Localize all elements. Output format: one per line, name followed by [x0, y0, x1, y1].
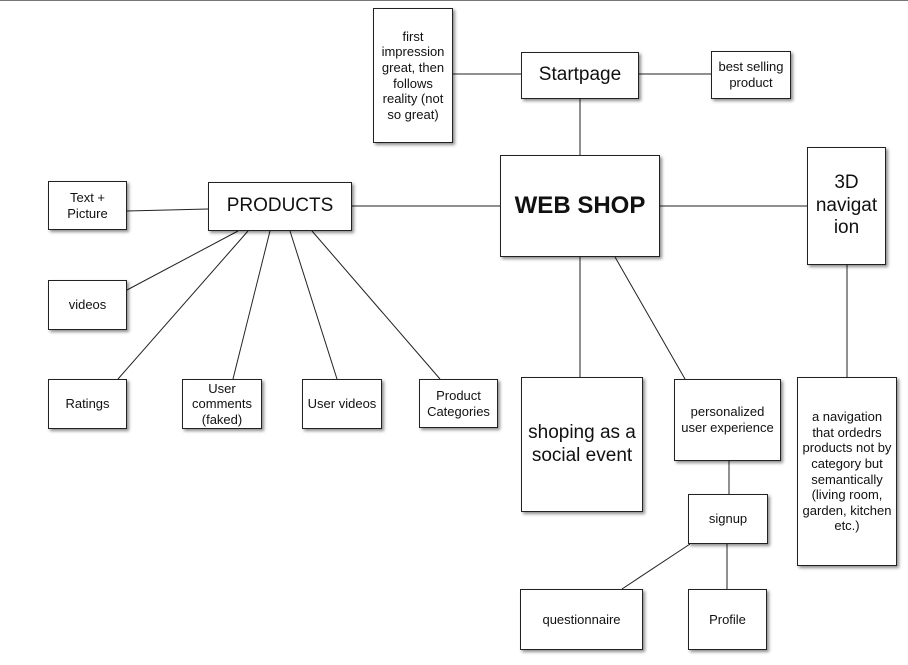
startpage-node: Startpage [521, 52, 639, 99]
edge-products-user-videos [289, 230, 338, 380]
questionnaire-node: questionnaire [520, 589, 643, 650]
semantic-navigation-node: a navigation that ordedrs products not b… [797, 377, 897, 566]
first-impression-note: first impression great, then follows rea… [373, 8, 453, 143]
edge-signup-questionnaire [621, 543, 691, 590]
shopping-social-node: shoping as a social event [521, 377, 643, 512]
edge-products-text-picture [126, 208, 209, 212]
signup-node: signup [688, 494, 768, 544]
products-node: PRODUCTS [208, 182, 352, 231]
personalized-experience-node: personalized user experience [674, 379, 781, 461]
edge-products-categories [311, 230, 441, 380]
profile-node: Profile [688, 589, 767, 650]
product-categories-node: Product Categories [419, 379, 498, 428]
edge-products-user-comments [232, 230, 271, 380]
edge-products-ratings [117, 230, 249, 380]
best-selling-node: best selling product [711, 51, 791, 99]
edge-products-videos [126, 230, 239, 291]
edge-webshop-personalized [614, 256, 686, 380]
3d-navigation-node: 3D navigat ion [807, 147, 886, 265]
user-videos-node: User videos [302, 379, 382, 429]
user-comments-node: User comments (faked) [182, 379, 262, 429]
videos-node: videos [48, 280, 127, 330]
top-border [0, 0, 908, 1]
text-picture-node: Text + Picture [48, 181, 127, 230]
web-shop-node: WEB SHOP [500, 155, 660, 257]
ratings-node: Ratings [48, 379, 127, 429]
